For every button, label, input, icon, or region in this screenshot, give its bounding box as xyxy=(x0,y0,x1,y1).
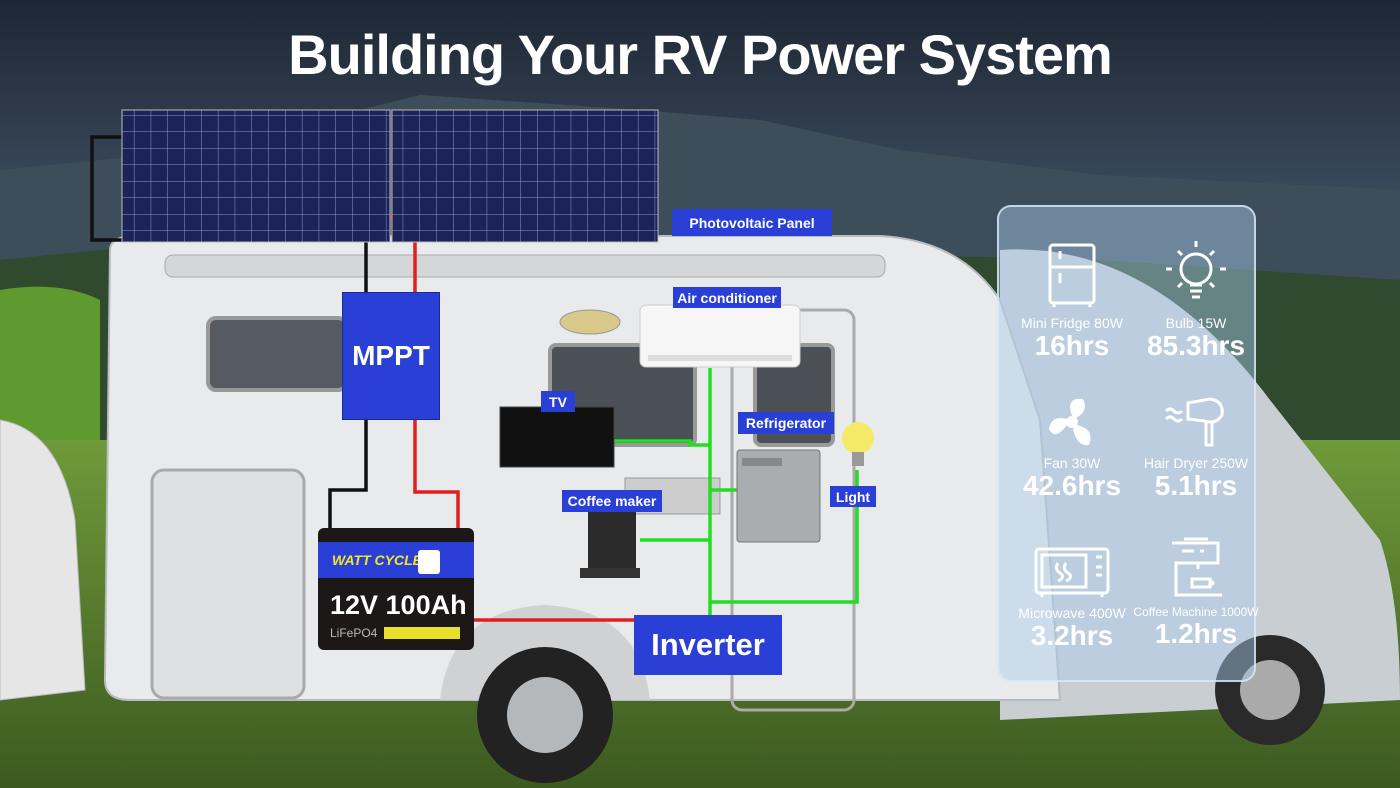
runtime-microwave: Microwave 400W 3.2hrs xyxy=(1007,525,1137,651)
label-air-conditioner: Air conditioner xyxy=(673,287,781,308)
solar-panel xyxy=(121,109,659,243)
rv-door xyxy=(150,468,306,700)
battery: WATT CYCLE 12V 100Ah LiFePO4 xyxy=(318,528,474,650)
van xyxy=(1000,249,1400,721)
ac-wires xyxy=(614,368,859,615)
runtime-bulb: Bulb 15W 85.3hrs xyxy=(1131,235,1261,361)
refrigerator-unit xyxy=(736,449,821,543)
battery-capacity: 12V 100Ah xyxy=(330,590,467,620)
certification-strip xyxy=(384,627,460,639)
inverter: Inverter xyxy=(634,615,782,675)
microwave-icon xyxy=(1007,525,1137,599)
runtime-fan: Fan 30W 42.6hrs xyxy=(1007,375,1137,501)
dc-wires xyxy=(90,135,634,622)
mini-fridge-icon xyxy=(1007,235,1137,309)
label-coffee-maker: Coffee maker xyxy=(562,490,662,512)
coffee-machine-icon xyxy=(1131,525,1261,599)
runtime-hair-dryer: Hair Dryer 250W 5.1hrs xyxy=(1131,375,1261,501)
battery-brand: WATT CYCLE xyxy=(332,552,422,568)
fan-icon xyxy=(1007,375,1137,449)
runtime-panel: Mini Fridge 80W 16hrs Bulb 15W 85.3hrs F… xyxy=(997,205,1259,682)
trailer xyxy=(0,419,86,701)
coffee-maker-unit xyxy=(580,512,640,578)
label-photovoltaic-panel: Photovoltaic Panel xyxy=(672,209,832,236)
label-tv: TV xyxy=(541,391,575,412)
page-title: Building Your RV Power System xyxy=(288,23,1113,86)
mppt-controller: MPPT xyxy=(342,292,440,420)
battery-chemistry: LiFePO4 xyxy=(330,626,378,640)
bulb-icon xyxy=(1131,235,1261,309)
label-light: Light xyxy=(830,486,876,507)
light-bulb xyxy=(842,422,874,466)
air-conditioner-unit xyxy=(639,304,801,368)
hair-dryer-icon xyxy=(1131,375,1261,449)
runtime-mini-fridge: Mini Fridge 80W 16hrs xyxy=(1007,235,1137,361)
tv-unit xyxy=(499,406,615,468)
label-refrigerator: Refrigerator xyxy=(738,412,834,434)
battery-logo-icon xyxy=(418,550,440,574)
runtime-coffee-machine: Coffee Machine 1000W 1.2hrs xyxy=(1131,525,1261,649)
